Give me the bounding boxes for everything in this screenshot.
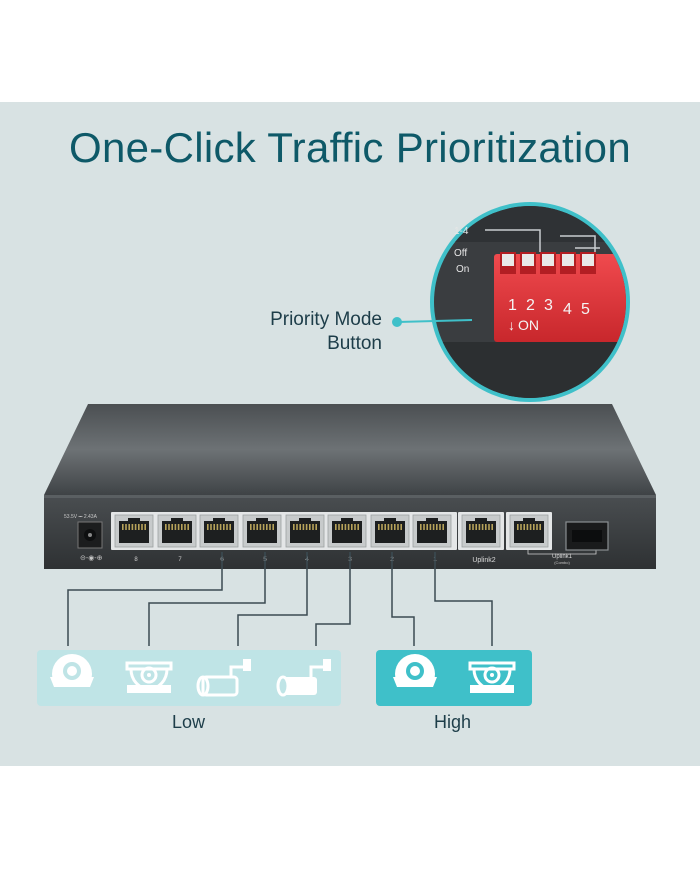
sfp-slot xyxy=(565,521,609,551)
product-illustration: 1-4 Off On 1 2 3 4 5 ↓ ON 53.5V ⎓ 2.43A … xyxy=(37,202,656,706)
priority-mode-label: Priority Mode Button xyxy=(258,308,382,356)
rj45-port-8 xyxy=(114,514,154,548)
dip-number-2: 2 xyxy=(526,297,535,314)
power-rating: 53.5V ⎓ 2.43A xyxy=(64,514,98,520)
dip-number-4: 4 xyxy=(563,301,572,318)
priority-mode-line2: Button xyxy=(327,333,382,354)
product-panel: One-Click Traffic Prioritization xyxy=(0,102,700,766)
low-priority-group xyxy=(37,650,341,706)
dome-camera-icon xyxy=(125,661,173,693)
rj45-port-7 xyxy=(157,514,197,548)
port-range-label: 1-4 xyxy=(454,226,469,237)
bullet-camera-icon xyxy=(196,659,251,697)
port-number-8: 8 xyxy=(134,557,138,563)
dip-arrow: ↓ xyxy=(508,317,515,333)
rj45-port-2 xyxy=(370,514,410,548)
rj45-port-4 xyxy=(285,514,325,548)
connection-lines xyxy=(67,552,493,646)
rj45-port-5 xyxy=(242,514,282,548)
callout-line xyxy=(397,319,473,323)
rj45-port-6 xyxy=(199,514,239,548)
uplink2-label: Uplink2 xyxy=(472,557,495,564)
power-jack xyxy=(77,521,103,549)
uplink1-label: Uplink1 xyxy=(552,554,573,560)
dome-camera-icon xyxy=(50,654,94,695)
rj45-ports xyxy=(114,514,549,548)
port-number-7: 7 xyxy=(178,557,182,563)
dome-camera-icon xyxy=(393,654,437,695)
bullet-camera-icon xyxy=(276,659,331,697)
dip-on-marker: ON xyxy=(518,317,539,333)
dip-number-3: 3 xyxy=(544,297,553,314)
uplink1-sub: (Combo) xyxy=(554,560,570,565)
dome-camera-icon xyxy=(468,661,516,693)
callout-dot xyxy=(392,317,402,327)
switch-top xyxy=(44,404,656,495)
rj45-port-3 xyxy=(327,514,367,548)
high-priority-label: High xyxy=(434,712,472,732)
on-label: On xyxy=(456,264,469,275)
low-priority-label: Low xyxy=(172,712,206,732)
priority-mode-line1: Priority Mode xyxy=(270,309,382,330)
page-title: One-Click Traffic Prioritization xyxy=(69,124,631,171)
uplink-port-2 xyxy=(461,514,501,548)
uplink-port-1 xyxy=(509,514,549,548)
dip-number-5: 5 xyxy=(581,301,590,318)
off-label: Off xyxy=(454,248,467,259)
dip-number-1: 1 xyxy=(508,297,517,314)
polarity-icon: ⊝-◉-⊕ xyxy=(80,555,103,562)
rj45-port-1 xyxy=(412,514,452,548)
